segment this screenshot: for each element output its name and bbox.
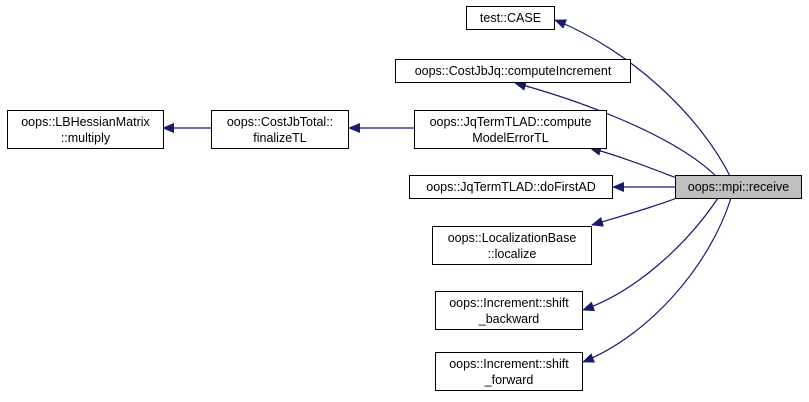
- node-costjbtotal-finalizetl[interactable]: oops::CostJbTotal:: finalizeTL: [211, 110, 349, 149]
- edge-receive-to-jqtermcompute: [589, 146, 683, 181]
- edge-receive-to-shiftbackward: [582, 197, 719, 312]
- node-increment-shift-backward[interactable]: oops::Increment::shift _backward: [435, 291, 583, 330]
- node-label-line1: oops::CostJbTotal::: [226, 114, 334, 129]
- node-jqterm-dofirstad[interactable]: oops::JqTermTLAD::doFirstAD: [409, 175, 613, 199]
- node-label-line2: finalizeTL: [253, 130, 307, 145]
- node-increment-shift-forward[interactable]: oops::Increment::shift _forward: [435, 352, 583, 391]
- edges: [162, 19, 732, 363]
- node-label-line1: oops::JqTermTLAD::compute: [429, 114, 592, 129]
- node-label-line1: oops::LocalizationBase: [447, 230, 577, 245]
- node-test-case[interactable]: test::CASE: [466, 6, 555, 30]
- edge-receive-to-localization: [591, 195, 683, 227]
- node-label-line1: oops::Increment::shift: [449, 356, 569, 371]
- node-localizationbase-localize[interactable]: oops::LocalizationBase ::localize: [432, 226, 592, 265]
- node-jqterm-computemodelerrortl[interactable]: oops::JqTermTLAD::compute ModelErrorTL: [414, 110, 607, 149]
- node-label-line2: ::multiply: [60, 130, 111, 145]
- edge-receive-to-costjbjq: [514, 81, 719, 179]
- node-label-line1: test::CASE: [479, 11, 542, 25]
- node-label-line1: oops::JqTermTLAD::doFirstAD: [426, 180, 596, 194]
- edge-receive-to-testcase: [554, 19, 732, 179]
- edge-receive-to-shiftforward: [582, 197, 732, 363]
- node-label-line1: oops::mpi::receive: [687, 180, 790, 194]
- node-lbhessian-multiply[interactable]: oops::LBHessianMatrix ::multiply: [7, 110, 164, 149]
- node-costjbjq-computeincrement[interactable]: oops::CostJbJq::computeIncrement: [395, 59, 631, 83]
- node-label-line1: oops::LBHessianMatrix: [21, 114, 150, 129]
- node-label-line2: ::localize: [487, 246, 537, 261]
- node-label-line1: oops::Increment::shift: [449, 295, 569, 310]
- node-label-line2: _backward: [478, 311, 540, 326]
- node-mpi-receive-target[interactable]: oops::mpi::receive: [675, 175, 802, 199]
- node-label-line1: oops::CostJbJq::computeIncrement: [414, 64, 612, 78]
- node-label-line2: ModelErrorTL: [472, 130, 549, 145]
- node-label-line2: _forward: [484, 372, 534, 387]
